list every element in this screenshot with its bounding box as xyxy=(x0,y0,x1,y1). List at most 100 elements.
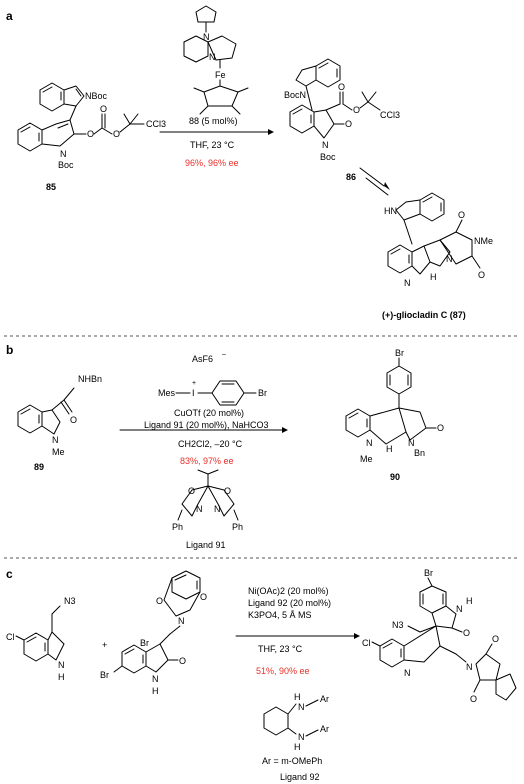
cp-o1: O xyxy=(463,628,470,638)
panel-a-conditions: THF, 23 °C xyxy=(190,140,235,150)
91-n2: N xyxy=(214,504,221,514)
cp-o3: O xyxy=(470,694,477,704)
89-nhbn: NHBn xyxy=(78,374,102,384)
bromooxindole: O O N Br O Br N H xyxy=(100,570,207,696)
92-h1: H xyxy=(294,692,301,702)
reagent-charge: – xyxy=(222,351,226,358)
90-n-indoline: N xyxy=(366,438,373,448)
c2-br-aryl: Br xyxy=(100,670,109,680)
ligand-91: O N O N Ph Ph Ligand 91 xyxy=(172,469,243,550)
92-ar2: Ar xyxy=(320,724,329,734)
compound-90-label: 90 xyxy=(390,472,400,482)
89-o: O xyxy=(70,415,77,425)
panel-b-condition-2: Ligand 91 (20 mol%), NaHCO3 xyxy=(144,420,269,430)
catalyst-88: N N Fe xyxy=(183,5,249,115)
87-hn: HN xyxy=(384,206,397,216)
panel-a-label: a xyxy=(6,9,13,23)
88-n-pyridine: N xyxy=(209,52,216,62)
panel-b-condition-1: CuOTf (20 mol%) xyxy=(174,408,244,418)
c2-o1: O xyxy=(156,596,163,606)
compound-85: NBoc N Boc O O O CCl3 85 xyxy=(17,82,166,192)
panel-c-condition-4: THF, 23 °C xyxy=(258,644,303,654)
85-o1: O xyxy=(87,129,94,139)
ligand-91-label: Ligand 91 xyxy=(186,540,226,550)
87-n-ring: N xyxy=(446,254,453,264)
panel-b-label: b xyxy=(6,343,13,357)
c2-br-alkyl: Br xyxy=(140,638,149,648)
gliocladin-c-label: (+)-gliocladin C (87) xyxy=(382,310,466,320)
87-o-top: O xyxy=(458,210,465,220)
90-bn: Bn xyxy=(414,448,425,458)
panel-a-catalyst: 88 (5 mol%) xyxy=(189,116,238,126)
85-n-bottom: N xyxy=(60,149,67,159)
88-n-pyrrolidine: N xyxy=(203,32,210,42)
reagent-mes: Mes xyxy=(158,388,176,398)
92-n2: N xyxy=(298,732,305,742)
86-bocn: BocN xyxy=(284,90,306,100)
panel-c-condition-1: Ni(OAc)2 (20 mol%) xyxy=(248,586,329,596)
c2-n: N xyxy=(152,674,159,684)
85-o2: O xyxy=(100,104,107,114)
90-me: Me xyxy=(360,454,373,464)
azido-indole: N3 Cl N H xyxy=(6,596,76,682)
panel-b-yield: 83%, 97% ee xyxy=(180,456,234,466)
90-o: O xyxy=(437,423,444,433)
91-n1: N xyxy=(196,504,203,514)
reagent-br: Br xyxy=(258,388,267,398)
compound-89-label: 89 xyxy=(34,462,44,472)
86-o-lactam: O xyxy=(345,119,352,129)
c2-n-phth: N xyxy=(178,616,185,626)
92-n1: N xyxy=(298,702,305,712)
c1-h: H xyxy=(58,672,65,682)
88-fe: Fe xyxy=(215,70,226,80)
reagent-asf6: AsF6 xyxy=(192,354,213,364)
87-nme: NMe xyxy=(474,236,493,246)
panel-c: c N3 Cl N H + O O N Br xyxy=(6,567,517,782)
compound-c-product: Br N H O N3 Cl N N O xyxy=(362,568,517,704)
c1-cl: Cl xyxy=(6,632,15,642)
85-boc-bottom: Boc xyxy=(58,160,74,170)
90-br: Br xyxy=(395,348,404,358)
c2-o2: O xyxy=(200,592,207,602)
c1-n3: N3 xyxy=(64,596,76,606)
90-n-lactam: N xyxy=(408,438,415,448)
91-o2: O xyxy=(224,486,231,496)
c2-o3: O xyxy=(179,656,186,666)
cp-br: Br xyxy=(424,568,433,578)
87-n-indoline: N xyxy=(404,278,411,288)
89-me: Me xyxy=(52,447,65,457)
85-ccl3: CCl3 xyxy=(146,119,166,129)
87-o-bottom: O xyxy=(478,270,485,280)
92-ar1: Ar xyxy=(320,694,329,704)
cp-o2: O xyxy=(492,634,499,644)
ligand-92-ar-def: Ar = m-OMePh xyxy=(262,756,322,766)
86-boc: Boc xyxy=(320,152,336,162)
panel-b: b NHBn O N Me 89 AsF6 – Mes I + xyxy=(6,343,444,550)
compound-89: NHBn O N Me 89 xyxy=(17,374,102,472)
86-o-ester: O xyxy=(338,82,345,92)
reagent-plus: + xyxy=(192,380,196,387)
91-o1: O xyxy=(188,486,195,496)
92-h2: H xyxy=(294,742,301,752)
panel-a-yield: 96%, 96% ee xyxy=(185,158,239,168)
panel-b-condition-3: CH2Cl2, –20 °C xyxy=(178,439,243,449)
reagent-iodine: I xyxy=(192,388,195,398)
cp-n-oxindole: N xyxy=(456,604,463,614)
compound-85-label: 85 xyxy=(46,182,56,192)
compound-86-label: 86 xyxy=(346,172,356,182)
panel-c-condition-3: K3PO4, 5 Å MS xyxy=(248,610,312,620)
86-ccl3: CCl3 xyxy=(380,110,400,120)
panel-c-condition-2: Ligand 92 (20 mol%) xyxy=(248,598,331,608)
86-n: N xyxy=(322,140,329,150)
panel-c-plus: + xyxy=(102,640,107,650)
ligand-92: H N Ar N H Ar Ar = m-OMePh Ligand 92 xyxy=(262,692,329,782)
85-nboc-top: NBoc xyxy=(85,91,108,101)
86-o2: O xyxy=(353,105,360,115)
c1-n: N xyxy=(58,660,65,670)
panel-a: a NBoc N Boc O O O xyxy=(6,5,493,320)
panel-c-label: c xyxy=(6,567,13,581)
89-n: N xyxy=(52,435,59,445)
91-ph1: Ph xyxy=(172,522,183,532)
iodonium-reagent: AsF6 – Mes I + Br xyxy=(158,351,267,406)
